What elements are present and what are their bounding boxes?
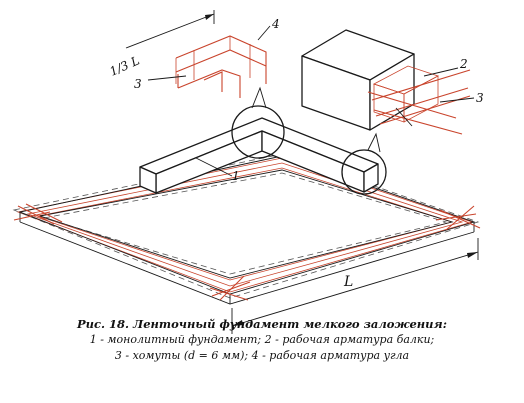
callout-end: [341, 132, 387, 195]
label-L: L: [343, 274, 353, 290]
corner-rebar-detail: 1/3 L 3 4: [108, 10, 280, 98]
dimension-L: L: [231, 238, 479, 334]
monolithic-beam: 1: [139, 117, 379, 194]
caption-line-1: 1 - монолитный фундамент; 2 - рабочая ар…: [89, 333, 435, 346]
foundation-plan: [12, 153, 481, 305]
caption-line-2: 3 - хомуты (d = 6 мм); 4 - рабочая армат…: [114, 349, 410, 362]
corner-rebar-bottom: [209, 275, 251, 301]
label-2: 2: [459, 57, 468, 71]
figure-caption: Рис. 18. Ленточный фундамент мелкого зал…: [0, 316, 524, 364]
corner-rebar-right: [435, 205, 481, 231]
label-1: 1: [232, 169, 240, 183]
label-3-right: 3: [476, 91, 484, 105]
callout-corner: [231, 86, 285, 159]
corner-rebar-left: [13, 203, 63, 225]
label-3-left: 3: [134, 77, 142, 91]
label-one-third-L: 1/3 L: [108, 53, 142, 78]
beam-end-detail: 2 3: [301, 29, 484, 135]
caption-title: Рис. 18. Ленточный фундамент мелкого зал…: [77, 317, 447, 331]
label-4: 4: [271, 17, 280, 31]
